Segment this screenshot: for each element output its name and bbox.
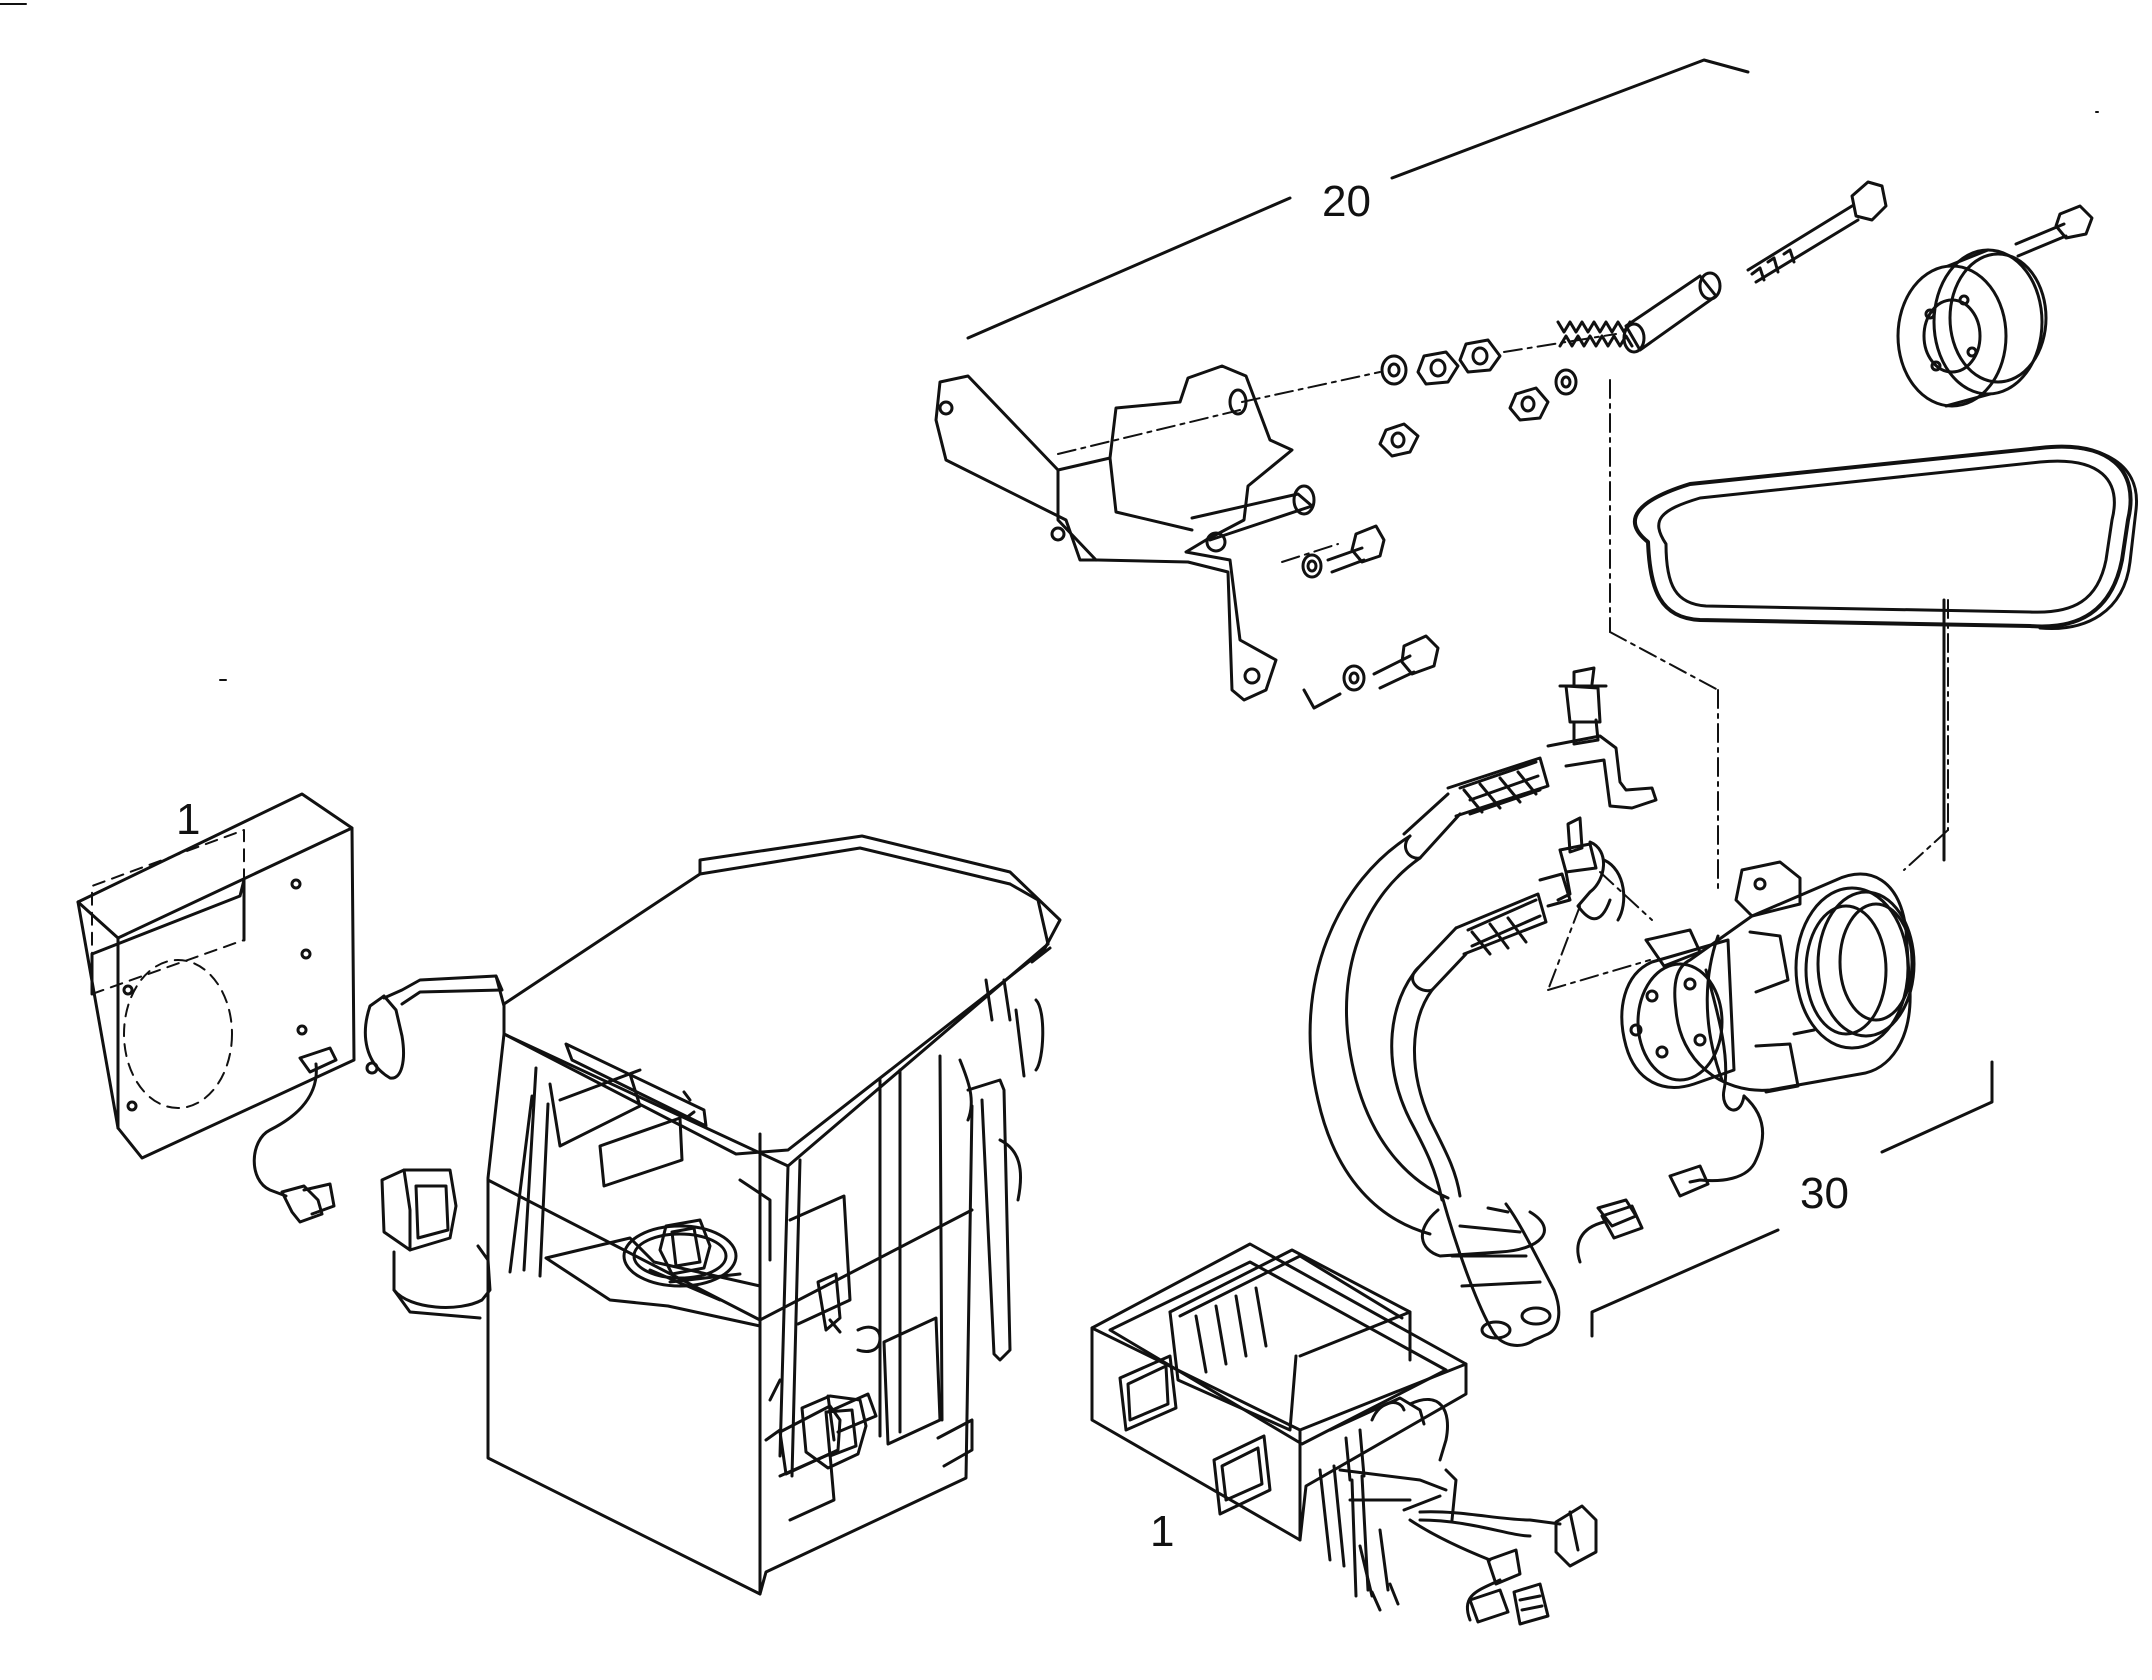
tractor-cab — [363, 834, 1062, 1596]
electrical-connectors-30 — [1576, 1164, 1710, 1264]
callout-30: 30 — [1800, 1169, 1849, 1218]
group-20-leader-lines — [966, 58, 1750, 340]
assembly-dash-lines — [1057, 333, 1949, 889]
mounting-bracket — [934, 364, 1316, 702]
drive-belt — [1633, 444, 2138, 862]
tensioner-rod-assembly — [1556, 180, 1888, 354]
callout-1-roof-unit: 1 — [176, 795, 201, 844]
scan-specks — [0, 3, 2099, 681]
group-30-leader-lines — [1590, 1060, 1994, 1338]
roof-ac-unit — [76, 792, 356, 1224]
pulley — [1896, 204, 2094, 408]
compressor-dash-lines — [1547, 871, 1653, 991]
washers-nuts — [1301, 338, 1578, 692]
callout-20: 20 — [1322, 177, 1371, 226]
refrigerant-hoses — [1308, 666, 1658, 1347]
heater-unit — [1090, 1242, 1598, 1626]
callout-1-heater-unit: 1 — [1150, 1507, 1175, 1556]
compressor — [1620, 860, 1916, 1184]
bolts — [1302, 524, 1440, 710]
